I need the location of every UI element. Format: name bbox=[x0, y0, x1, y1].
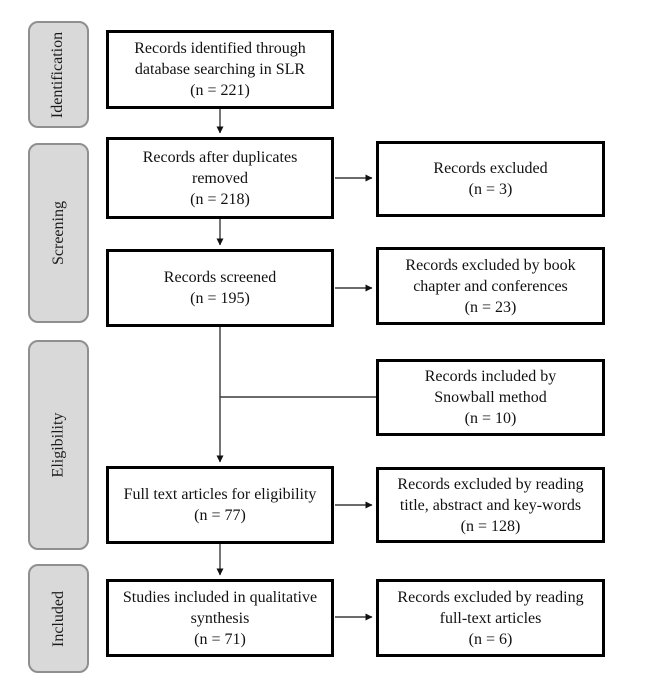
box-records-excluded-book-chapter-count: (n = 23) bbox=[464, 298, 517, 316]
box-records-included-snowball: Records included by Snowball method (n =… bbox=[376, 359, 605, 436]
box-records-included-snowball-text: Records included by Snowball method bbox=[424, 368, 557, 406]
box-records-excluded: Records excluded (n = 3) bbox=[376, 141, 605, 217]
box-records-excluded-book-chapter: Records excluded by book chapter and con… bbox=[376, 247, 605, 325]
box-records-excluded-full-text-count: (n = 6) bbox=[468, 630, 513, 648]
box-records-screened-count: (n = 195) bbox=[190, 290, 250, 307]
box-full-text-articles-text: Full text articles for eligibility bbox=[123, 486, 317, 503]
box-full-text-articles-count: (n = 77) bbox=[194, 507, 246, 524]
stage-screening: Screening bbox=[28, 143, 89, 323]
stage-eligibility: Eligibility bbox=[28, 340, 89, 550]
box-records-excluded-full-text: Records excluded by reading full-text ar… bbox=[376, 579, 605, 657]
stage-screening-label: Screening bbox=[49, 201, 67, 265]
box-records-after-duplicates-text: Records after duplicates removed bbox=[142, 148, 298, 187]
box-records-excluded-count: (n = 3) bbox=[468, 181, 513, 198]
box-studies-included-count: (n = 71) bbox=[194, 630, 246, 648]
box-records-screened: Records screened (n = 195) bbox=[106, 249, 334, 327]
stage-eligibility-label: Eligibility bbox=[49, 412, 67, 478]
box-records-excluded-book-chapter-text: Records excluded by book chapter and con… bbox=[405, 256, 576, 295]
box-records-screened-text: Records screened bbox=[163, 269, 277, 286]
box-records-excluded-text: Records excluded bbox=[433, 160, 548, 177]
stage-included: Included bbox=[28, 564, 89, 673]
box-records-excluded-full-text-text: Records excluded by reading full-text ar… bbox=[397, 588, 584, 627]
stage-included-label: Included bbox=[49, 590, 67, 647]
box-records-included-snowball-count: (n = 10) bbox=[464, 410, 517, 427]
box-records-after-duplicates: Records after duplicates removed (n = 21… bbox=[106, 137, 334, 219]
box-studies-included-text: Studies included in qualitative synthesi… bbox=[122, 588, 318, 627]
stage-identification-label: Identification bbox=[49, 31, 67, 118]
box-records-identified: Records identified through database sear… bbox=[106, 30, 334, 109]
box-records-excluded-title-abstract: Records excluded by reading title, abstr… bbox=[376, 467, 605, 543]
box-records-identified-count: (n = 221) bbox=[190, 82, 250, 99]
box-records-excluded-title-abstract-text: Records excluded by reading title, abstr… bbox=[397, 475, 584, 514]
box-records-excluded-title-abstract-count: (n = 128) bbox=[460, 517, 521, 535]
box-studies-included: Studies included in qualitative synthesi… bbox=[106, 579, 334, 657]
stage-identification: Identification bbox=[28, 21, 89, 128]
box-records-identified-text: Records identified through database sear… bbox=[134, 40, 306, 78]
box-full-text-articles: Full text articles for eligibility (n = … bbox=[106, 466, 334, 544]
box-records-after-duplicates-count: (n = 218) bbox=[190, 190, 250, 208]
